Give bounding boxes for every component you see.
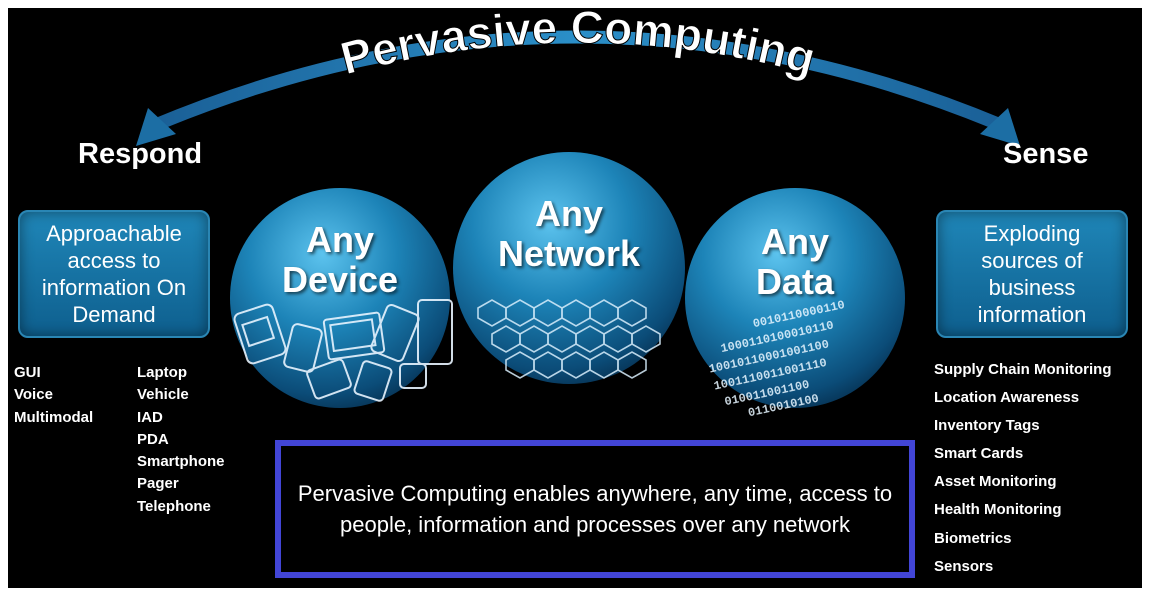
list-item: Sensors <box>934 557 994 575</box>
any-network-sphere <box>453 152 685 384</box>
list-item: Supply Chain Monitoring <box>934 361 1112 378</box>
list-item: Pager <box>137 475 179 493</box>
box-line: Exploding <box>983 221 1081 246</box>
device-sketches-icon <box>233 299 453 402</box>
summary-box: Pervasive Computing enables anywhere, an… <box>275 440 915 578</box>
any-network-label: Any Network <box>484 194 654 274</box>
curved-arrow-band <box>146 30 1010 133</box>
list-item: IAD <box>137 408 163 426</box>
list-item: Inventory Tags <box>934 417 1040 435</box>
list-item: GUI <box>14 364 41 381</box>
device-list: Laptop Vehicle IAD PDA Smartphone Pager … <box>137 362 225 518</box>
arrow-left-down-icon <box>136 108 176 146</box>
box-line: access to <box>67 248 161 273</box>
sphere-label-line: Data <box>755 261 835 302</box>
arrow-right-down-icon <box>980 108 1020 146</box>
hexagon-grid-icon <box>477 299 661 379</box>
sphere-label-line: Network <box>497 233 641 274</box>
respond-heading: Respond <box>78 138 203 170</box>
list-item: PDA <box>137 430 169 448</box>
list-item: Smart Cards <box>934 445 1024 463</box>
list-item: Laptop <box>137 364 187 381</box>
box-line: Approachable <box>46 221 182 246</box>
slide-graphics: Pervasive Computing <box>136 8 1020 420</box>
pervasive-computing-slide: Pervasive Computing <box>8 8 1142 588</box>
sphere-label-line: Any <box>534 193 603 234</box>
list-item: Location Awareness <box>934 389 1080 407</box>
list-item: Voice <box>14 386 53 404</box>
list-item: Biometrics <box>934 529 1012 547</box>
list-item: Telephone <box>137 497 211 515</box>
list-item: Multimodal <box>14 408 94 426</box>
summary-text: Pervasive Computing enables anywhere, an… <box>297 481 893 537</box>
list-item: Health Monitoring <box>934 501 1062 519</box>
box-line: business <box>988 275 1076 300</box>
box-line: information <box>977 302 1087 327</box>
list-item: Smartphone <box>137 453 225 471</box>
list-item: Vehicle <box>137 386 189 404</box>
approachable-access-box: Approachable access to information On De… <box>18 210 210 338</box>
sense-heading: Sense <box>1003 138 1089 170</box>
any-device-label: Any Device <box>270 220 410 300</box>
interface-list: GUI Voice Multimodal <box>14 362 93 429</box>
sphere-label-line: Device <box>281 259 399 300</box>
any-data-sphere <box>685 188 905 408</box>
exploding-sources-box: Exploding sources of business informatio… <box>936 210 1128 338</box>
list-item: Asset Monitoring <box>934 473 1057 491</box>
sphere-label-line: Any <box>305 219 374 260</box>
sphere-label-line: Any <box>760 221 829 262</box>
box-line: Demand <box>72 302 156 327</box>
any-data-label: Any Data <box>725 222 865 302</box>
slide-title: Pervasive Computing <box>335 8 821 84</box>
box-line: information On <box>41 275 187 300</box>
information-sources-list: Supply Chain Monitoring Location Awarene… <box>934 356 1138 581</box>
box-line: sources of <box>981 248 1083 273</box>
